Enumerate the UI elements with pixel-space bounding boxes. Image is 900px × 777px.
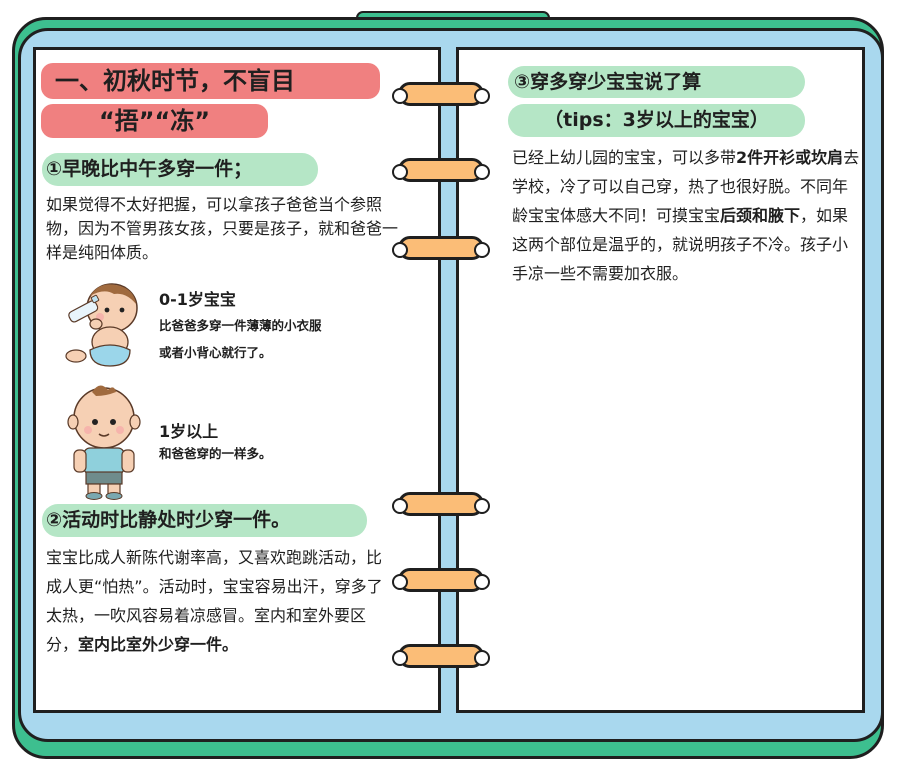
baby-infant-label: 0-1岁宝宝 <box>159 290 236 309</box>
tip3-body-part3: ，如果这两个部位是温乎的，就说明孩子不冷。孩子小手凉一些不需要加衣服。 <box>512 206 849 283</box>
binder-ring-icon <box>392 158 490 182</box>
baby-infant-desc-part3: 就行了。 <box>221 345 272 360</box>
tip2-heading: ②活动时比静处时少穿一件。 <box>42 504 367 537</box>
binder-ring-icon <box>392 82 490 106</box>
tip3-body: 已经上幼儿园的宝宝，可以多带2件开衫或坎肩去学校，冷了可以自己穿，热了也很好脱。… <box>512 143 862 288</box>
baby-toddler-desc: 和爸爸穿的一样多。 <box>159 446 272 461</box>
section-title-line2: “捂”“冻” <box>41 104 268 138</box>
baby-bottle-icon <box>65 283 138 367</box>
tip3-body-bold2: 后颈和腋下 <box>720 206 801 225</box>
toddler-icon <box>67 385 141 500</box>
baby-infant-desc-bold2: 小背心 <box>184 345 222 360</box>
right-page <box>456 47 865 713</box>
baby-infant-desc-part1: 比爸爸多穿一件 <box>159 318 247 333</box>
binder-ring-icon <box>392 236 490 260</box>
baby-infant-desc-part2: 或者 <box>159 345 185 360</box>
tip2-body-plain: 宝宝比成人新陈代谢率高，又喜欢跑跳活动，比成人更“怕热”。活动时，宝宝容易出汗，… <box>46 548 383 654</box>
tip2-body: 宝宝比成人新陈代谢率高，又喜欢跑跳活动，比成人更“怕热”。活动时，宝宝容易出汗，… <box>46 543 391 659</box>
baby-infant-desc: 比爸爸多穿一件薄薄的小衣服 或者小背心就行了。 <box>159 312 399 366</box>
tip1-heading: ①早晚比中午多穿一件； <box>42 153 318 186</box>
section-title-line1: 一、初秋时节，不盲目 <box>41 63 380 99</box>
tip3-heading-line1: ③穿多穿少宝宝说了算 <box>508 66 805 98</box>
binder-ring-icon <box>392 568 490 592</box>
tip2-body-bold: 室内比室外少穿一件。 <box>78 635 239 654</box>
tip3-body-part2: 去学校，冷了可以自己穿，热了也很好脱。不同年龄宝宝体感大不同！可摸宝宝 <box>512 148 860 225</box>
binder-ring-icon <box>392 492 490 516</box>
baby-toddler-label: 1岁以上 <box>159 422 219 441</box>
tip3-body-bold1: 2件开衫或坎肩 <box>736 148 844 167</box>
tip1-body: 如果觉得不太好把握，可以拿孩子爸爸当个参照物，因为不管男孩女孩，只要是孩子，就和… <box>46 195 399 262</box>
baby-infant-desc-bold1: 薄薄的小衣服 <box>246 318 322 333</box>
binder-ring-icon <box>392 644 490 668</box>
tip3-body-part1: 已经上幼儿园的宝宝，可以多带 <box>512 148 737 167</box>
tip3-heading-line2: （tips：3岁以上的宝宝） <box>508 104 805 137</box>
